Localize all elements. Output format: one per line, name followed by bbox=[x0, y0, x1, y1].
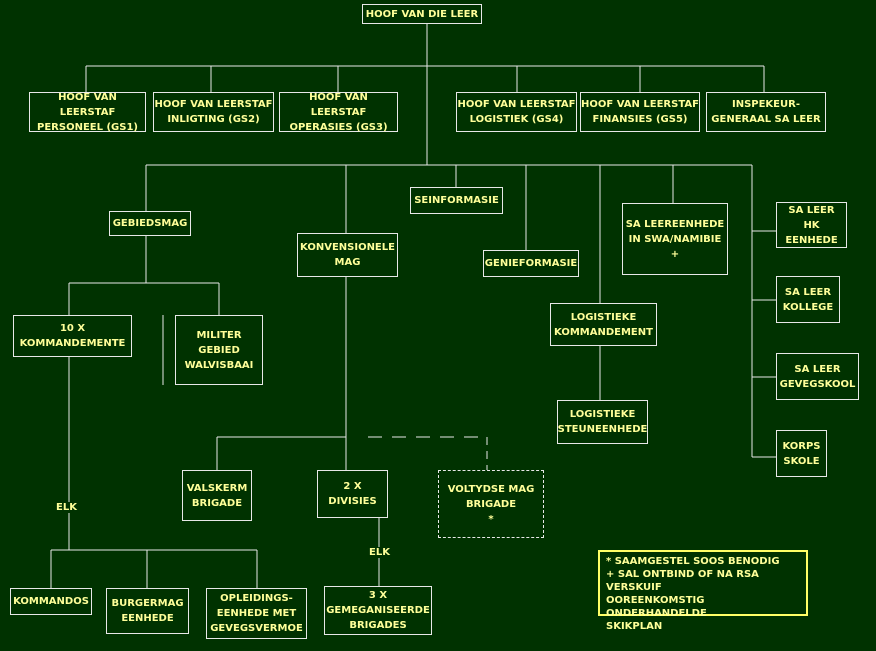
node-sa-leer-gevegskool: SA LEER GEVEGSKOOL bbox=[776, 353, 859, 400]
node-valskerm-brigade: VALSKERM BRIGADE bbox=[182, 470, 252, 521]
node-militer-gebied-walvisbaai: MILITER GEBIED WALVISBAAI bbox=[175, 315, 263, 385]
node-burgermag-eenhede: BURGERMAG EENHEDE bbox=[106, 588, 189, 634]
node-gs4-logistiek: HOOF VAN LEERSTAF LOGISTIEK (GS4) bbox=[456, 92, 577, 132]
node-sa-leereenhede-swa: SA LEEREENHEDE IN SWA/NAMIBIE + bbox=[622, 203, 728, 275]
node-gemeganiseerde-brigades: 3 X GEMEGANISEERDE BRIGADES bbox=[324, 586, 432, 635]
node-seinformasie: SEINFORMASIE bbox=[410, 187, 503, 214]
elk-label-right: ELK bbox=[367, 547, 392, 558]
legend-box: * SAAMGESTEL SOOS BENODIG + SAL ONTBIND … bbox=[598, 550, 808, 632]
node-gs5-finansies: HOOF VAN LEERSTAF FINANSIES (GS5) bbox=[580, 92, 700, 132]
node-korpsskole: KORPS SKOLE bbox=[776, 430, 827, 477]
node-sa-leer-kollege: SA LEER KOLLEGE bbox=[776, 276, 840, 323]
node-opleidingseenhede: OPLEIDINGS- EENHEDE MET GEVEGSVERMOE bbox=[206, 588, 307, 639]
node-divisies: 2 X DIVISIES bbox=[317, 470, 388, 518]
elk-label-left: ELK bbox=[54, 502, 79, 513]
node-gs2-inligting: HOOF VAN LEERSTAF INLIGTING (GS2) bbox=[153, 92, 274, 132]
node-kommandemente: 10 X KOMMANDEMENTE bbox=[13, 315, 132, 357]
node-hoof-van-die-leer: HOOF VAN DIE LEER bbox=[362, 4, 482, 24]
node-logistieke-steuneenhede: LOGISTIEKE STEUNEENHEDE bbox=[557, 400, 648, 444]
node-gs3-operasies: HOOF VAN LEERSTAF OPERASIES (GS3) bbox=[279, 92, 398, 133]
node-sa-leer-hk-eenhede: SA LEER HK EENHEDE bbox=[776, 202, 847, 248]
node-genieformasie: GENIEFORMASIE bbox=[483, 250, 579, 277]
node-inspekteur-generaal: INSPEKEUR- GENERAAL SA LEER bbox=[706, 92, 826, 132]
node-konvensionele-mag: KONVENSIONELE MAG bbox=[297, 233, 398, 277]
node-gs1-personeel: HOOF VAN LEERSTAF PERSONEEL (GS1) bbox=[29, 92, 146, 133]
node-voltydse-mag-brigade: VOLTYDSE MAG BRIGADE * bbox=[438, 470, 544, 538]
node-gebiedsmag: GEBIEDSMAG bbox=[109, 211, 191, 236]
node-logistieke-kommandement: LOGISTIEKE KOMMANDEMENT bbox=[550, 303, 657, 346]
node-kommandos: KOMMANDOS bbox=[10, 588, 92, 615]
